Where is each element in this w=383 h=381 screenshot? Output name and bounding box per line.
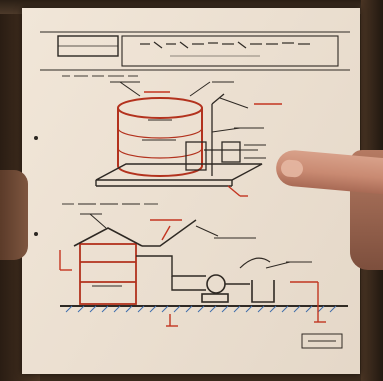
bottom-tank [79, 243, 137, 305]
top-callout-text-marks [110, 81, 266, 159]
bottom-callout-lines [89, 213, 291, 269]
fingernail [280, 159, 304, 178]
top-callout-lines [119, 81, 258, 151]
bottom-piping [136, 219, 206, 291]
footer-box [301, 333, 343, 349]
top-red-callouts [144, 91, 282, 197]
small-vessel [239, 257, 275, 303]
bottom-red-callouts [59, 219, 326, 327]
tank-piping [185, 93, 241, 176]
pump [201, 274, 250, 303]
tank-label-marks [142, 119, 176, 141]
bottom-tank-roof [73, 227, 143, 247]
header-text-marks [140, 41, 310, 57]
ground-hatching [65, 305, 337, 313]
thumb-left [0, 170, 28, 260]
punch-hole-marks [34, 136, 38, 236]
paper-sheet [22, 8, 360, 374]
header-title-box [121, 35, 339, 67]
tank-base [95, 163, 263, 187]
bottom-callout-text-marks [80, 213, 312, 263]
